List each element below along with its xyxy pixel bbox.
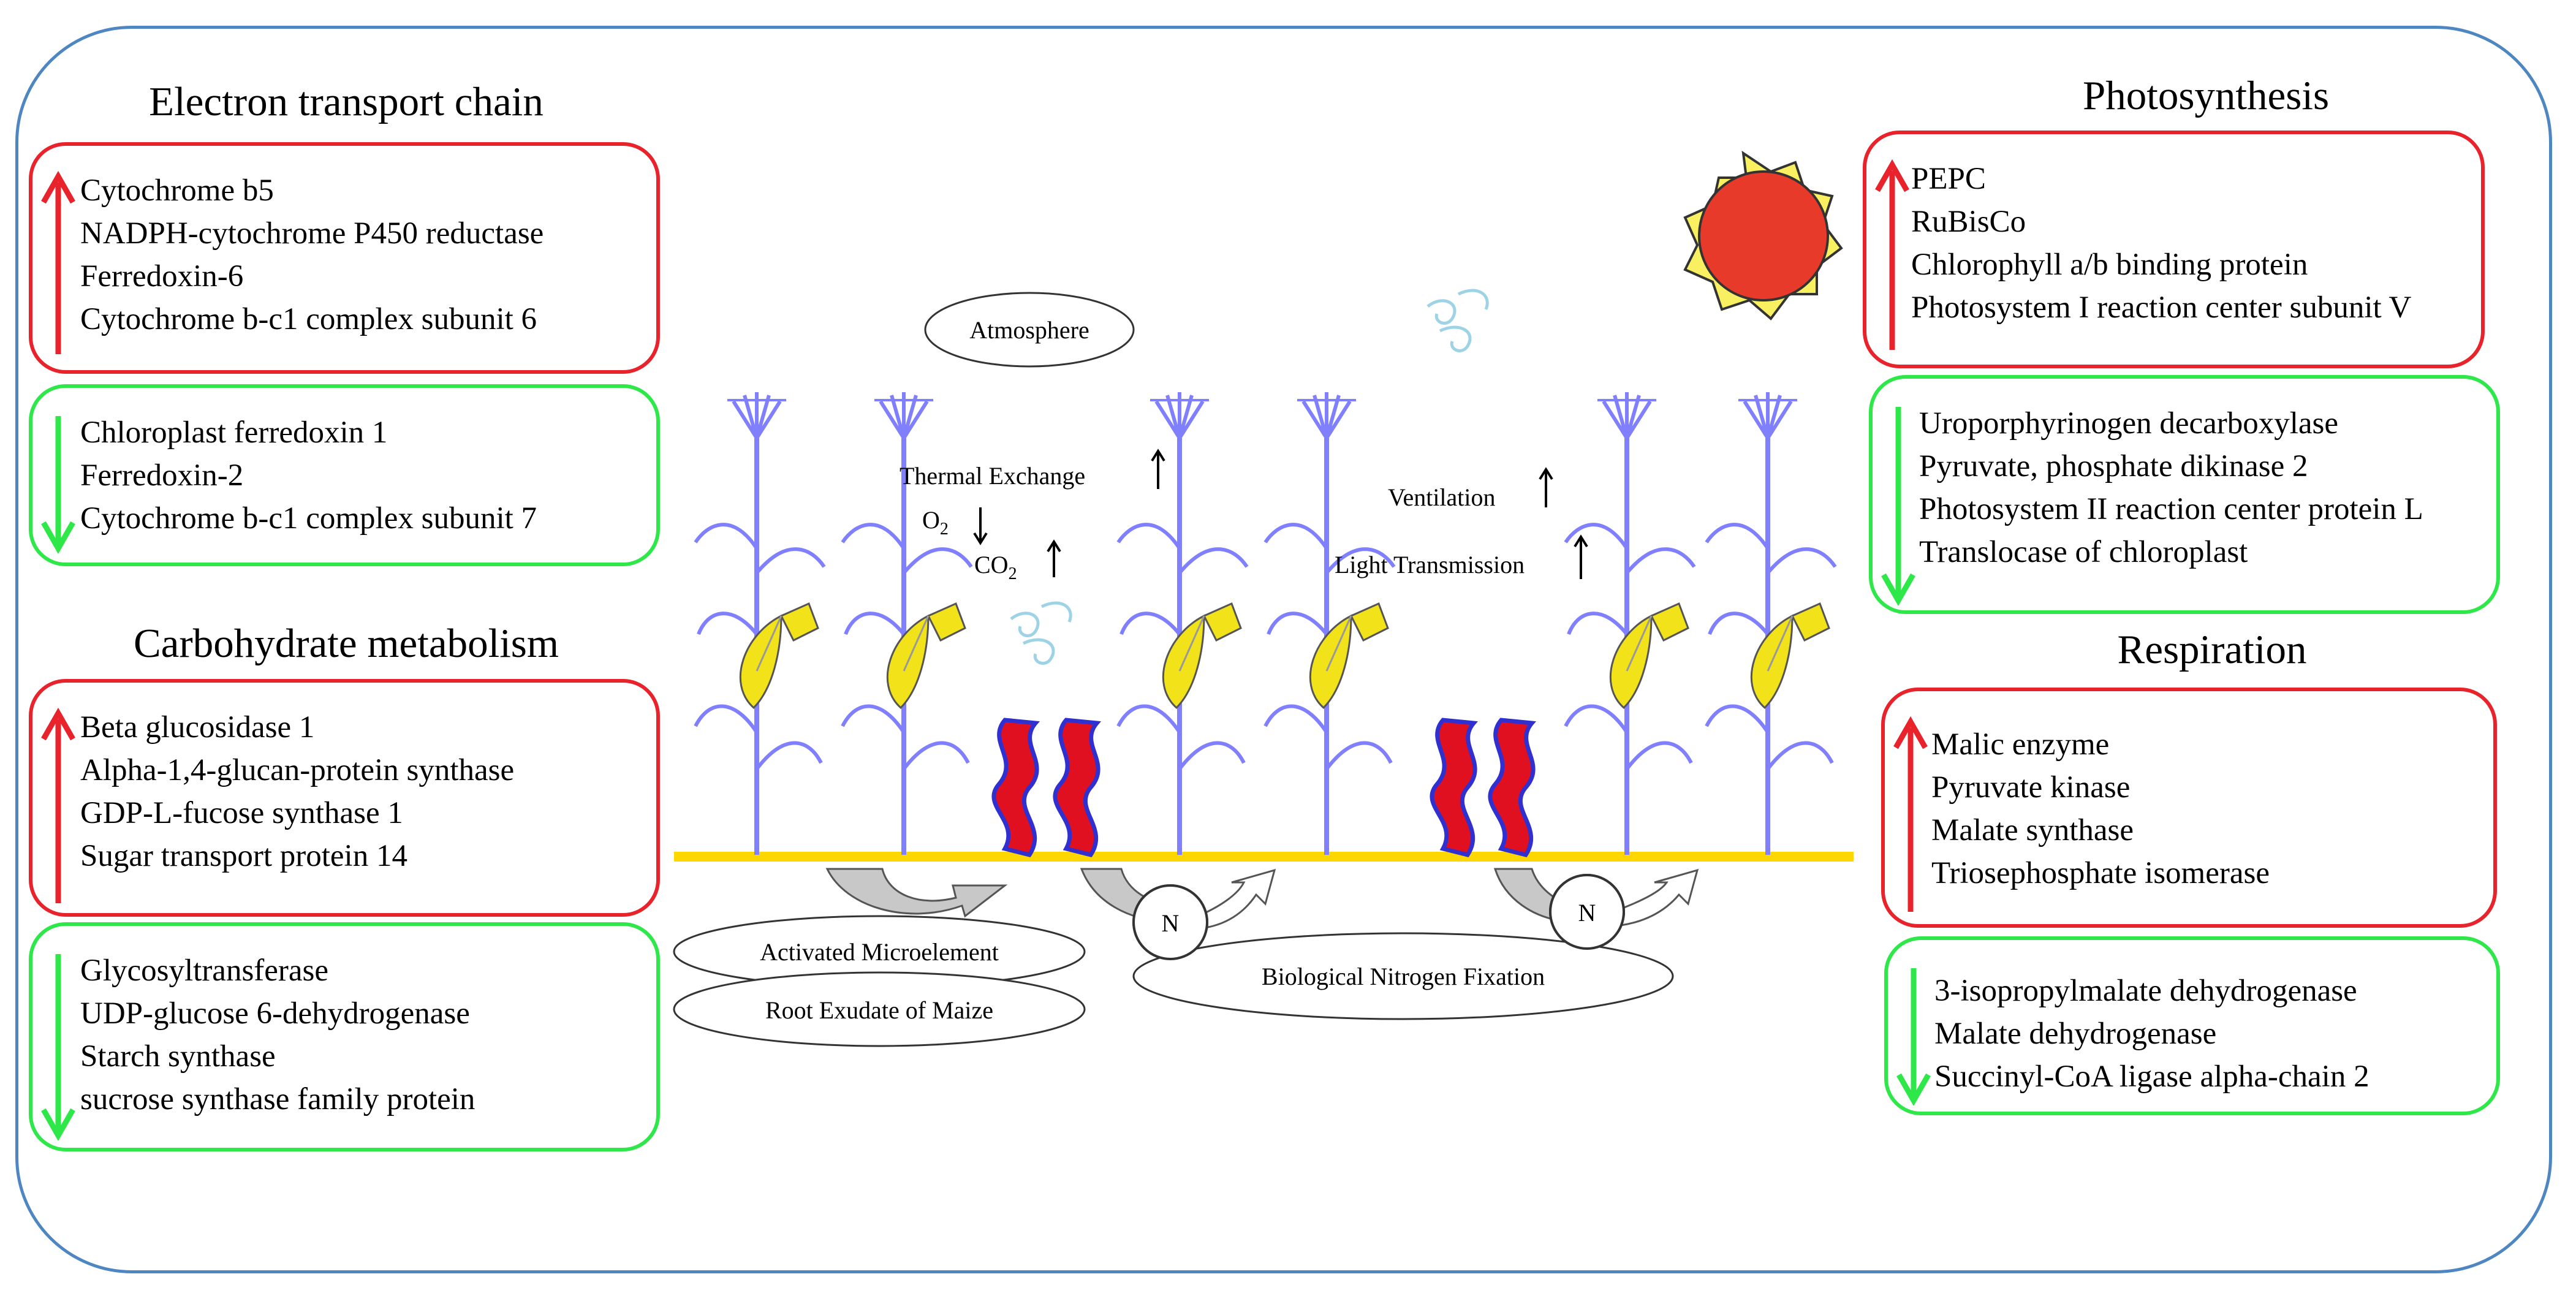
list-item: GDP-L-fucose synthase 1 xyxy=(80,796,403,830)
resp-down-list: 3-isopropylmalate dehydrogenase Malate d… xyxy=(1934,969,2370,1098)
resp-title: Respiration xyxy=(2117,627,2307,672)
carb-up-box: Beta glucosidase 1 Alpha-1,4-glucan-prot… xyxy=(29,679,660,917)
light-transmission-label: Light Transmission xyxy=(1335,551,1525,578)
co2-label: CO2 xyxy=(974,551,1017,583)
down-arrow-icon xyxy=(41,954,75,1140)
root-exudate-ellipse xyxy=(673,971,1086,1047)
o2-label: O2 xyxy=(922,506,949,539)
etc-up-list: Cytochrome b5 NADPH-cytochrome P450 redu… xyxy=(80,169,544,341)
resp-up-list: Malic enzyme Pyruvate kinase Malate synt… xyxy=(1931,723,2270,895)
up-arrow-icon xyxy=(1151,449,1165,489)
list-item: NADPH-cytochrome P450 reductase xyxy=(80,216,544,251)
etc-title: Electron transport chain xyxy=(149,79,544,124)
carb-down-list: Glycosyltransferase UDP-glucose 6-dehydr… xyxy=(80,949,475,1121)
list-item: 3-isopropylmalate dehydrogenase xyxy=(1934,974,2357,1008)
nitrogen-label: N xyxy=(1578,899,1596,927)
photo-title: Photosynthesis xyxy=(2082,73,2330,118)
wind-icon xyxy=(1011,603,1070,663)
list-item: Photosystem II reaction center protein L xyxy=(1919,492,2423,526)
list-item: Malate synthase xyxy=(1931,813,2134,847)
carb-down-box: Glycosyltransferase UDP-glucose 6-dehydr… xyxy=(29,922,660,1151)
nitrogen-label: N xyxy=(1162,909,1180,937)
atmosphere-label: Atmosphere xyxy=(969,316,1089,344)
list-item: Triosephosphate isomerase xyxy=(1931,856,2270,890)
nitrogen-fixation-label: Biological Nitrogen Fixation xyxy=(1262,963,1545,990)
etc-down-box: Chloroplast ferredoxin 1 Ferredoxin-2 Cy… xyxy=(29,384,660,566)
photo-down-box: Uroporphyrinogen decarboxylase Pyruvate,… xyxy=(1869,375,2500,614)
ventilation-label: Ventilation xyxy=(1388,483,1496,511)
up-arrow-icon xyxy=(1539,467,1553,507)
down-arrow-icon xyxy=(41,416,75,553)
atmosphere-ellipse xyxy=(924,292,1135,368)
etc-down-list: Chloroplast ferredoxin 1 Ferredoxin-2 Cy… xyxy=(80,411,537,540)
diagram-frame xyxy=(15,26,2552,1273)
list-item: Pyruvate kinase xyxy=(1931,770,2131,805)
list-item: Chloroplast ferredoxin 1 xyxy=(80,415,388,450)
list-item: Starch synthase xyxy=(80,1039,276,1074)
list-item: Ferredoxin-6 xyxy=(80,259,244,294)
list-item: Malate dehydrogenase xyxy=(1934,1017,2217,1051)
carb-title: Carbohydrate metabolism xyxy=(133,621,559,666)
thermal-exchange-label: Thermal Exchange xyxy=(900,462,1085,490)
photo-up-box: PEPC RuBisCo Chlorophyll a/b binding pro… xyxy=(1863,131,2485,368)
list-item: Beta glucosidase 1 xyxy=(80,710,315,745)
photo-up-list: PEPC RuBisCo Chlorophyll a/b binding pro… xyxy=(1911,157,2411,329)
list-item: Alpha-1,4-glucan-protein synthase xyxy=(80,753,515,787)
list-item: RuBisCo xyxy=(1911,205,2026,239)
soil-line xyxy=(674,852,1854,862)
curved-arrow-icon xyxy=(825,868,1008,918)
resp-up-box: Malic enzyme Pyruvate kinase Malate synt… xyxy=(1881,688,2497,928)
rhizobia-icon xyxy=(991,718,1537,857)
root-exudate-label: Root Exudate of Maize xyxy=(765,996,993,1024)
nitrogen-circle xyxy=(1549,874,1625,950)
list-item: sucrose synthase family protein xyxy=(80,1082,475,1116)
up-arrow-icon xyxy=(1047,539,1061,577)
list-item: Succinyl-CoA ligase alpha-chain 2 xyxy=(1934,1060,2370,1094)
down-arrow-icon xyxy=(1896,968,1931,1105)
list-item: Cytochrome b-c1 complex subunit 6 xyxy=(80,302,537,336)
down-arrow-icon xyxy=(973,507,988,545)
carb-up-list: Beta glucosidase 1 Alpha-1,4-glucan-prot… xyxy=(80,706,514,878)
up-arrow-icon xyxy=(41,170,75,354)
maize-plant xyxy=(1265,392,1394,855)
up-arrow-icon xyxy=(1893,716,1928,912)
resp-down-box: 3-isopropylmalate dehydrogenase Malate d… xyxy=(1884,936,2500,1115)
list-item: Sugar transport protein 14 xyxy=(80,839,407,873)
up-arrow-icon xyxy=(1875,159,1909,350)
etc-up-box: Cytochrome b5 NADPH-cytochrome P450 redu… xyxy=(29,142,660,374)
list-item: Photosystem I reaction center subunit V xyxy=(1911,290,2412,325)
list-item: Chlorophyll a/b binding protein xyxy=(1911,248,2308,282)
sun-icon xyxy=(1683,150,1843,320)
list-item: PEPC xyxy=(1911,162,1986,196)
up-arrow-icon xyxy=(1574,534,1588,579)
up-arrow-icon xyxy=(41,707,75,903)
list-item: Ferredoxin-2 xyxy=(80,458,244,493)
list-item: Translocase of chloroplast xyxy=(1919,535,2248,569)
list-item: Glycosyltransferase xyxy=(80,953,329,988)
activated-microelement-label: Activated Microelement xyxy=(760,938,999,966)
list-item: Cytochrome b5 xyxy=(80,173,274,208)
list-item: Pyruvate, phosphate dikinase 2 xyxy=(1919,449,2308,483)
maize-plant xyxy=(1707,392,1835,855)
list-item: Cytochrome b-c1 complex subunit 7 xyxy=(80,501,537,536)
list-item: Malic enzyme xyxy=(1931,727,2110,762)
nitrogen-fixation-ellipse xyxy=(1132,932,1674,1020)
wind-icon xyxy=(1428,290,1487,351)
maize-plant xyxy=(1566,392,1694,855)
photo-down-list: Uroporphyrinogen decarboxylase Pyruvate,… xyxy=(1919,402,2423,574)
down-arrow-icon xyxy=(1881,407,1915,605)
maize-plant xyxy=(695,392,824,855)
list-item: Uroporphyrinogen decarboxylase xyxy=(1919,406,2339,441)
list-item: UDP-glucose 6-dehydrogenase xyxy=(80,996,470,1031)
nitrogen-circle xyxy=(1132,884,1208,960)
maize-plant xyxy=(1118,392,1247,855)
